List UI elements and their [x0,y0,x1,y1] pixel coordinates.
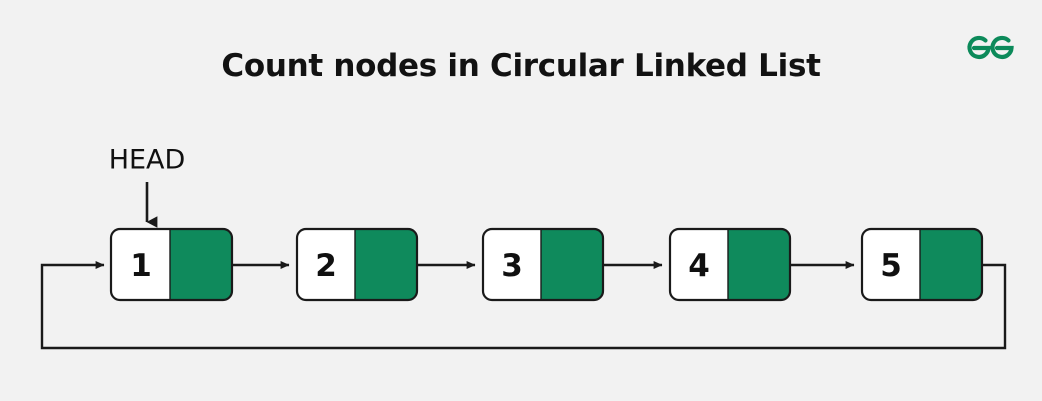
list-node: 3 [481,227,605,302]
node-value: 1 [130,248,152,284]
node-outline [860,227,984,302]
list-node: 4 [668,227,792,302]
node-data-cell [297,229,355,300]
node-data-cell [670,229,728,300]
list-node: 1 [109,227,234,302]
node-value: 5 [880,248,902,284]
node-pointer-cell [170,229,232,300]
list-node: 5 [860,227,984,302]
geeksforgeeks-logo [960,30,1022,66]
node-data-cell [111,229,170,300]
wrap-around-link [40,261,1007,350]
node-value: 2 [315,248,337,284]
list-node: 2 [295,227,419,302]
node-data-cell [862,229,920,300]
node-pointer-cell [728,229,790,300]
head-label: HEAD [109,145,186,176]
gg-logo-icon [967,35,1014,59]
node-data-cell [483,229,541,300]
node-value: 3 [501,248,523,284]
node-outline [109,227,234,302]
node-outline [668,227,792,302]
node-pointer-cell [920,229,982,300]
node-outline [295,227,419,302]
node-outline [481,227,605,302]
node-pointer-cell [541,229,603,300]
node-value: 4 [688,248,710,284]
page-title: Count nodes in Circular Linked List [221,48,821,84]
node-pointer-cell [355,229,417,300]
